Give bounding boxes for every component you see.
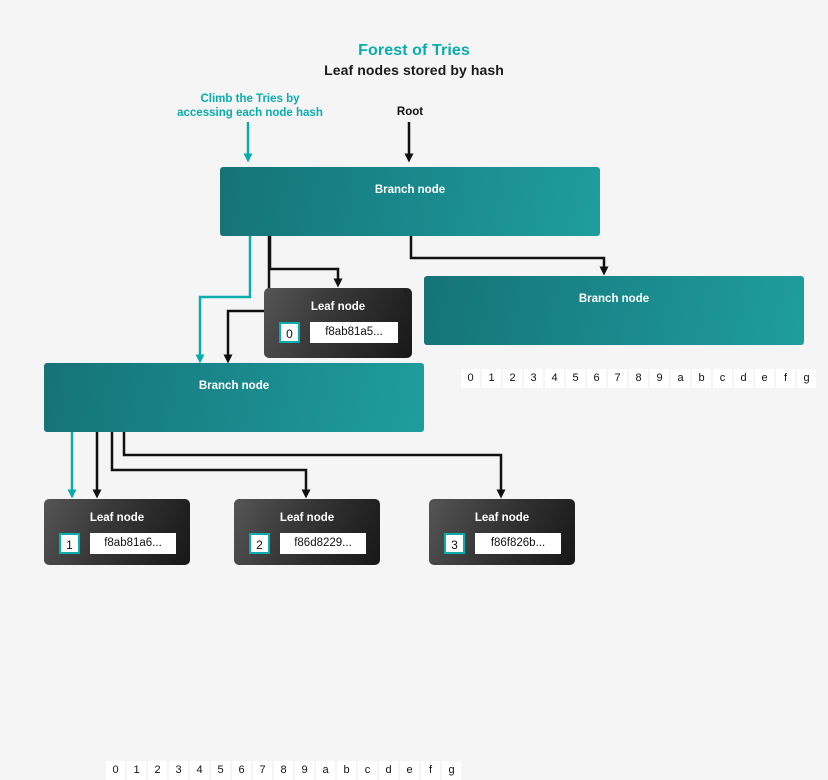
branch-node-root-cells-2[interactable]: 2 [503,369,522,388]
annotation-climb-the-tries: Climb the Tries by accessing each node h… [150,92,350,120]
leaf-node-1[interactable]: Leaf node 1 f8ab81a6... [44,499,190,565]
wire-left-cell3-to-leaf3 [122,430,506,499]
annotation-climb-line1: Climb the Tries by [200,93,300,105]
branch-node-left-cells-3[interactable]: 3 [169,761,188,780]
leaf-node-1-hash: f8ab81a6... [90,533,176,554]
leaf-node-label: Leaf node [89,512,145,524]
page-subtitle: Leaf nodes stored by hash [324,62,504,78]
leaf-node-3-row: 3 f86f826b... [444,533,561,554]
branch-node-left-cells-8[interactable]: 8 [274,761,293,780]
leaf-node-0-index: 0 [279,322,300,343]
branch-node-root-cells-d[interactable]: d [734,369,753,388]
branch-node-left-cells-b[interactable]: b [337,761,356,780]
leaf-node-0[interactable]: Leaf node 0 f8ab81a5... [264,288,412,358]
branch-node-left-cells-1[interactable]: 1 [127,761,146,780]
leaf-node-label: Leaf node [474,512,530,524]
branch-node-left-cells-c[interactable]: c [358,761,377,780]
branch-node-root-cells-f[interactable]: f [776,369,795,388]
leaf-node-2[interactable]: Leaf node 2 f86d8229... [234,499,380,565]
leaf-node-3[interactable]: Leaf node 3 f86f826b... [429,499,575,565]
branch-node-root-cells-4[interactable]: 4 [545,369,564,388]
wire-root-cell1-to-left-branch [223,222,271,364]
branch-node-left-cells-6[interactable]: 6 [232,761,251,780]
diagram-canvas: Forest of Tries Leaf nodes stored by has… [44,42,816,780]
branch-node-root-cells-5[interactable]: 5 [566,369,585,388]
wire-left-cell2-to-leaf2 [110,430,311,499]
branch-node-label: Branch node [198,380,270,392]
page-title: Forest of Tries [358,42,470,59]
branch-node-root-cells-g[interactable]: g [797,369,816,388]
leaf-node-2-row: 2 f86d8229... [249,533,366,554]
wire-root-cell0-to-left-branch [195,222,252,364]
branch-node-left-cells-f[interactable]: f [421,761,440,780]
branch-node-left-cells-a[interactable]: a [316,761,335,780]
branch-node-root-cells-e[interactable]: e [755,369,774,388]
annotation-root: Root [396,106,424,118]
leaf-node-label: Leaf node [279,512,335,524]
branch-node-root-cells-3[interactable]: 3 [524,369,543,388]
branch-node-root-cells-0[interactable]: 0 [461,369,480,388]
branch-node-root-cells-c[interactable]: c [713,369,732,388]
branch-node-label: Branch node [578,293,650,305]
leaf-node-1-row: 1 f8ab81a6... [59,533,176,554]
branch-node-left-cells-g[interactable]: g [442,761,461,780]
branch-node-left-cells-2[interactable]: 2 [148,761,167,780]
branch-node-label: Branch node [374,184,446,196]
annotation-climb-line2: accessing each node hash [177,107,323,119]
branch-node-left-cells-0[interactable]: 0 [106,761,125,780]
branch-node-root-cells-9[interactable]: 9 [650,369,669,388]
branch-node-left-cells-d[interactable]: d [379,761,398,780]
leaf-node-2-index: 2 [249,533,270,554]
branch-node-root-cells-7[interactable]: 7 [608,369,627,388]
branch-node-left-cells-e[interactable]: e [400,761,419,780]
leaf-node-label: Leaf node [310,301,366,313]
branch-node-root-cells-6[interactable]: 6 [587,369,606,388]
branch-node-left-cells-9[interactable]: 9 [295,761,314,780]
leaf-node-0-row: 0 f8ab81a5... [279,322,398,343]
leaf-node-2-hash: f86d8229... [280,533,366,554]
branch-node-left-cells-7[interactable]: 7 [253,761,272,780]
branch-node-root-cells-1[interactable]: 1 [482,369,501,388]
branch-node-root-cells-8[interactable]: 8 [629,369,648,388]
leaf-node-3-index: 3 [444,533,465,554]
branch-node-root-cells-a[interactable]: a [671,369,690,388]
branch-node-left-cells-5[interactable]: 5 [211,761,230,780]
leaf-node-3-hash: f86f826b... [475,533,561,554]
leaf-node-1-index: 1 [59,533,80,554]
branch-node-left-cells-4[interactable]: 4 [190,761,209,780]
branch-node-root-cells-b[interactable]: b [692,369,711,388]
leaf-node-0-hash: f8ab81a5... [310,322,398,343]
